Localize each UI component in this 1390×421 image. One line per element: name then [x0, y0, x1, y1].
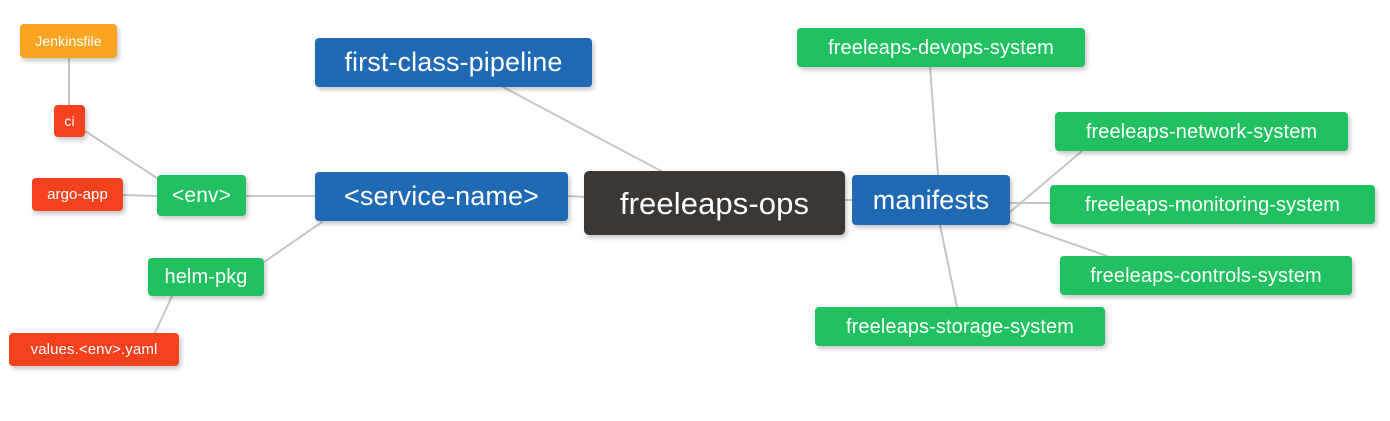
mindmap-node-label: freeleaps-devops-system — [828, 36, 1054, 59]
edge-manifests-to-freeleaps-controls-system — [1009, 221, 1108, 257]
mindmap-node-freeleaps-monitoring-system[interactable]: freeleaps-monitoring-system — [1050, 185, 1375, 224]
mindmap-node-label: manifests — [872, 184, 990, 215]
mindmap-node-label: helm-pkg — [164, 266, 248, 288]
edge-argo-app-to-env — [121, 194, 159, 197]
mindmap-node-service-name[interactable]: <service-name> — [315, 172, 568, 221]
edge-values-yaml-to-helm-pkg — [154, 295, 173, 334]
mindmap-node-label: freeleaps-controls-system — [1090, 264, 1322, 287]
mindmap-node-freeleaps-network-system[interactable]: freeleaps-network-system — [1055, 112, 1348, 151]
edge-manifests-to-freeleaps-devops-system — [929, 66, 939, 176]
mindmap-node-label: freeleaps-monitoring-system — [1084, 193, 1340, 216]
mindmap-node-jenkinsfile[interactable]: Jenkinsfile — [20, 24, 117, 58]
mindmap-node-manifests[interactable]: manifests — [852, 175, 1010, 225]
mindmap-node-label: freeleaps-ops — [619, 185, 810, 221]
mindmap-node-helm-pkg[interactable]: helm-pkg — [148, 258, 264, 296]
mindmap-node-label: freeleaps-storage-system — [845, 315, 1075, 338]
mindmap-node-values-yaml[interactable]: values.<env>.yaml — [9, 333, 179, 366]
edge-ci-to-env — [84, 130, 161, 181]
mindmap-node-freeleaps-ops[interactable]: freeleaps-ops — [584, 171, 845, 235]
edge-first-class-pipeline-to-freeleaps-ops — [502, 86, 662, 172]
mindmap-node-label: values.<env>.yaml — [30, 341, 158, 358]
mindmap-node-label: <env> — [172, 184, 231, 207]
mindmap-node-ci[interactable]: ci — [54, 105, 85, 137]
mindmap-node-first-class-pipeline[interactable]: first-class-pipeline — [315, 38, 592, 87]
mindmap-node-label: ci — [64, 113, 75, 129]
mindmap-node-env[interactable]: <env> — [157, 175, 246, 216]
edge-helm-pkg-to-service-name — [263, 221, 323, 263]
mindmap-node-label: first-class-pipeline — [344, 47, 563, 77]
edge-manifests-to-freeleaps-storage-system — [939, 224, 958, 308]
mindmap-node-label: freeleaps-network-system — [1085, 120, 1318, 143]
mindmap-node-argo-app[interactable]: argo-app — [32, 178, 123, 211]
mindmap-node-freeleaps-storage-system[interactable]: freeleaps-storage-system — [815, 307, 1105, 346]
mindmap-node-freeleaps-devops-system[interactable]: freeleaps-devops-system — [797, 28, 1085, 67]
edge-service-name-to-freeleaps-ops — [567, 195, 586, 198]
mindmap-node-label: <service-name> — [344, 181, 539, 211]
mindmap-node-label: Jenkinsfile — [35, 33, 102, 49]
mindmap-node-freeleaps-controls-system[interactable]: freeleaps-controls-system — [1060, 256, 1352, 295]
mindmap-node-label: argo-app — [47, 186, 108, 203]
